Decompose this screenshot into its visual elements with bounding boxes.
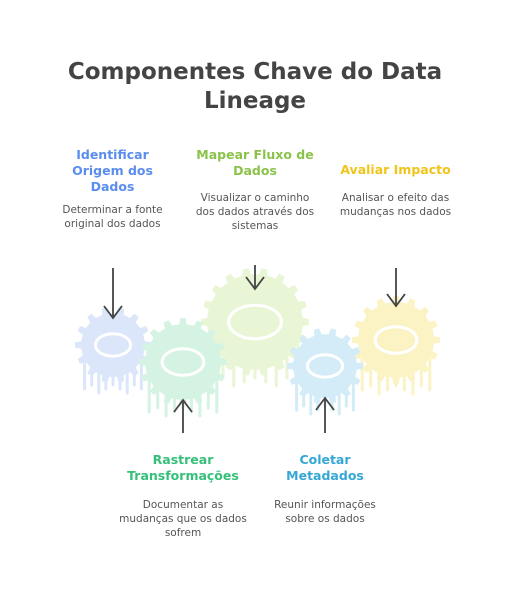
- gear-flow-icon: [201, 268, 309, 388]
- arrow-metadata-head: [315, 396, 335, 411]
- gear-impact-icon: [352, 296, 440, 396]
- step-map-flow-description: Visualizar o caminho dos dados através d…: [195, 192, 315, 232]
- step-collect-metadata-title: Coletar Metadados: [286, 452, 364, 483]
- gear-transform-icon: [139, 318, 227, 418]
- step-track-transformations-title: Rastrear Transformações: [127, 452, 239, 483]
- arrow-flow-head: [245, 276, 265, 291]
- step-map-flow: Mapear Fluxo de Dados Visualizar o camin…: [195, 147, 315, 233]
- step-identify-origin: Identificar Origem dos Dados Determinar …: [55, 147, 170, 231]
- arrow-impact-head: [386, 293, 406, 308]
- step-identify-origin-title: Identificar Origem dos Dados: [72, 147, 153, 194]
- arrow-origin-head: [103, 305, 123, 320]
- step-map-flow-title: Mapear Fluxo de Dados: [196, 147, 314, 178]
- step-assess-impact-description: Analisar o efeito das mudanças nos dados: [339, 192, 452, 218]
- step-collect-metadata: Coletar Metadados Reunir informações sob…: [265, 452, 385, 526]
- diagram-title: Componentes Chave do Data Lineage: [67, 59, 443, 114]
- step-assess-impact: Avaliar Impacto Analisar o efeito das mu…: [338, 162, 453, 219]
- gear-origin-icon: [75, 307, 151, 395]
- gear-metadata-icon: [287, 328, 363, 416]
- step-identify-origin-description: Determinar a fonte original dos dados: [62, 204, 163, 230]
- arrow-transform-head: [173, 398, 193, 413]
- step-track-transformations-description: Documentar as mudanças que os dados sofr…: [119, 499, 247, 539]
- step-collect-metadata-description: Reunir informações sobre os dados: [274, 499, 376, 525]
- step-track-transformations: Rastrear Transformações Documentar as mu…: [118, 452, 248, 540]
- step-assess-impact-title: Avaliar Impacto: [340, 162, 451, 177]
